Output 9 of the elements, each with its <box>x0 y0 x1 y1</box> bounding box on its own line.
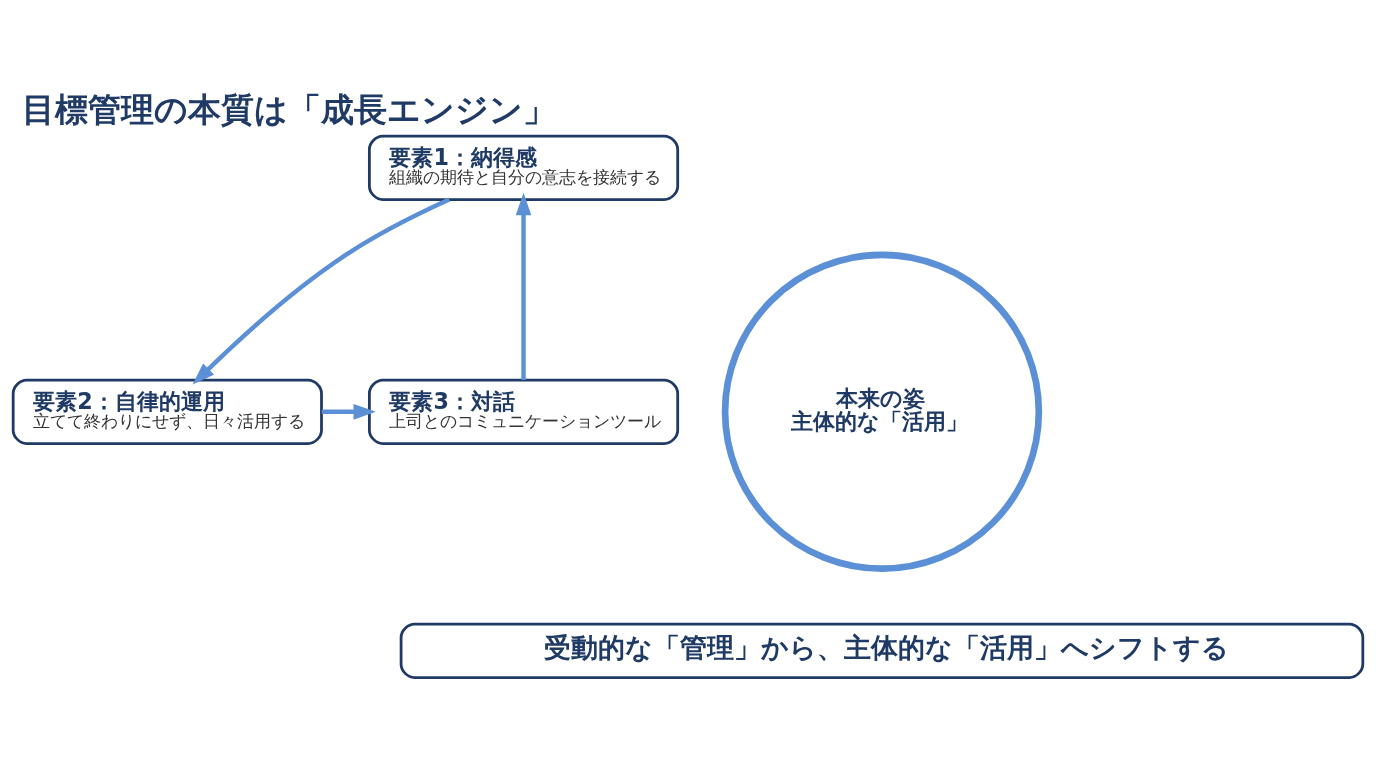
node-circle: 本来の姿 主体的な「活用」 <box>721 251 1043 573</box>
node-box: 受動的な「管理」から、主体的な「活用」へシフトする <box>399 622 1365 679</box>
arrow <box>321 404 376 420</box>
node-box: 要素2：自律的運用 立てて終わりにせず、日々活用する <box>11 378 323 445</box>
diagram-title: 目標管理の本質は「成長エンジン」 <box>22 89 557 129</box>
arrow <box>515 192 532 380</box>
node-box: 要素3：対話 上司とのコミュニケーションツール <box>368 378 680 445</box>
node-box: 要素1：納得感 組織の期待と自分の意志を接続する <box>368 134 680 201</box>
arrow <box>192 197 451 385</box>
